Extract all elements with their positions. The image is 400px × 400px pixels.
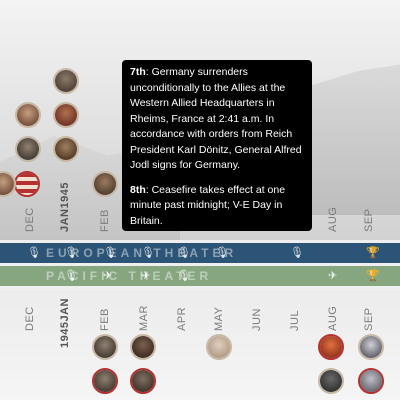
- microphone-icon[interactable]: 🎙: [141, 247, 155, 259]
- event-photo[interactable]: [318, 368, 344, 394]
- tooltip-entry: 8th: Ceasefire takes effect at one minut…: [130, 183, 304, 230]
- top-month-sep: SEP: [363, 208, 375, 232]
- microphone-icon[interactable]: 🎙: [290, 247, 304, 259]
- event-photo[interactable]: [358, 334, 384, 360]
- bottom-month-jul: JUL: [289, 309, 301, 331]
- bottom-month-aug: AUG: [327, 305, 339, 331]
- tooltip-text: : Germany surrenders unconditionally to …: [130, 66, 302, 171]
- top-month-feb: FEB: [99, 209, 111, 232]
- event-photo[interactable]: [130, 334, 156, 360]
- event-photo[interactable]: [53, 102, 79, 128]
- plane-icon[interactable]: ✈: [328, 270, 338, 282]
- event-photo[interactable]: [358, 368, 384, 394]
- event-photo[interactable]: [15, 136, 41, 162]
- event-photo[interactable]: [92, 171, 118, 197]
- bottom-month-jan1945: 1945JAN: [59, 298, 71, 348]
- pacific-theater-band[interactable]: PACIFIC THEATER 🎙 ✈ ✈ 🎙 ✈ 🏆: [0, 266, 400, 286]
- top-month-jan1945: JAN1945: [59, 182, 71, 232]
- trophy-icon[interactable]: 🏆: [366, 270, 380, 282]
- tooltip-text: : Ceasefire takes effect at one minute p…: [130, 183, 286, 227]
- european-theater-band[interactable]: EUROPEAN THEATER 🎙 🎙 🎙 🎙 🎙 🎙 🎙 🏆: [0, 243, 400, 263]
- microphone-icon[interactable]: 🎙: [64, 247, 78, 259]
- tooltip-day: 7th: [130, 66, 146, 78]
- bottom-month-dec: DEC: [24, 306, 36, 331]
- event-photo[interactable]: [92, 334, 118, 360]
- event-photo[interactable]: [0, 171, 16, 197]
- top-month-dec: DEC: [24, 207, 36, 232]
- bottom-month-apr: APR: [176, 306, 188, 331]
- bottom-month-may: MAY: [213, 306, 225, 331]
- event-photo[interactable]: [130, 368, 156, 394]
- event-tooltip: 7th: Germany surrenders unconditionally …: [122, 60, 312, 231]
- microphone-icon[interactable]: 🎙: [177, 247, 191, 259]
- microphone-icon[interactable]: 🎙: [215, 247, 229, 259]
- event-photo[interactable]: [15, 102, 41, 128]
- microphone-icon[interactable]: 🎙: [64, 270, 78, 282]
- event-photo[interactable]: [53, 68, 79, 94]
- event-photo[interactable]: [53, 136, 79, 162]
- bottom-month-jun: JUN: [251, 308, 263, 331]
- bottom-month-mar: MAR: [138, 305, 150, 331]
- plane-icon[interactable]: ✈: [141, 270, 151, 282]
- microphone-icon[interactable]: 🎙: [177, 270, 191, 282]
- tooltip-day: 8th: [130, 183, 146, 196]
- event-photo[interactable]: [14, 171, 40, 197]
- european-theater-label: EUROPEAN THEATER: [46, 246, 238, 260]
- event-photo[interactable]: [92, 368, 118, 394]
- bottom-month-sep: SEP: [363, 307, 375, 331]
- microphone-icon[interactable]: 🎙: [103, 247, 117, 259]
- plane-icon[interactable]: ✈: [103, 270, 113, 282]
- pacific-theater-label: PACIFIC THEATER: [46, 269, 213, 283]
- tooltip-entry: 7th: Germany surrenders unconditionally …: [130, 65, 304, 174]
- bottom-month-feb: FEB: [99, 308, 111, 331]
- trophy-icon[interactable]: 🏆: [366, 247, 380, 259]
- microphone-icon[interactable]: 🎙: [27, 247, 41, 259]
- top-month-aug: AUG: [327, 206, 339, 232]
- event-photo[interactable]: [206, 334, 232, 360]
- event-photo[interactable]: [318, 334, 344, 360]
